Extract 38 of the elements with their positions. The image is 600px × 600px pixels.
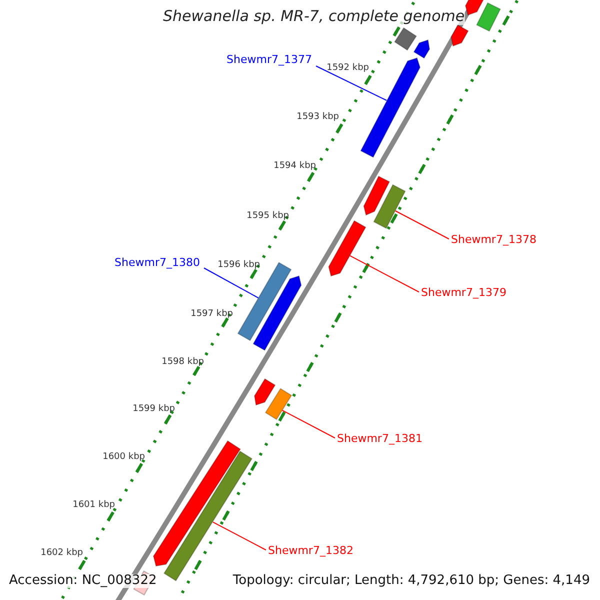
scale-label: 1596 kbp <box>218 261 260 271</box>
gene-bar <box>394 27 417 51</box>
scale-label: 1600 kbp <box>102 453 145 463</box>
scale-label: 1592 kbp <box>326 64 369 74</box>
scale-label: 1599 kbp <box>132 405 175 415</box>
gene-bar <box>328 220 366 277</box>
leader-line <box>204 268 259 298</box>
gene-label: Shewmr7_1381 <box>337 433 422 446</box>
gene-bar <box>476 2 501 32</box>
leader-line <box>394 210 450 240</box>
scale-label: 1594 kbp <box>274 162 316 172</box>
footer-text: Accession: NC_008322 <box>9 574 157 588</box>
leader-line <box>349 255 420 292</box>
gene-bar <box>252 275 302 351</box>
gene-bar <box>152 440 241 567</box>
leader-line <box>282 410 336 438</box>
gene-label: Shewmr7_1378 <box>451 234 536 246</box>
gene-label: Shewmr7_1380 <box>114 257 200 270</box>
gene-bar <box>363 176 390 216</box>
gene-bar <box>254 378 276 406</box>
gene-label: Shewmr7_1382 <box>268 545 354 558</box>
gene-bar <box>450 24 469 47</box>
scale-label: 1601 kbp <box>72 501 115 511</box>
gene-label: Shewmr7_1379 <box>421 287 506 300</box>
gene-label: Shewmr7_1377 <box>226 54 312 66</box>
gene-bar <box>373 184 406 229</box>
scale-label: 1602 kbp <box>40 549 83 559</box>
footer-text: Topology: circular; Length: 4,792,610 bp; Genes: 4,149 <box>232 574 590 588</box>
gene-bar <box>413 39 430 59</box>
leader-line <box>316 66 388 101</box>
gene-bar <box>464 0 484 16</box>
scale-label: 1597 kbp <box>190 310 233 320</box>
map-title: Shewanella sp. MR-7, complete genome <box>163 8 465 24</box>
scale-label: 1593 kbp <box>296 113 339 123</box>
scale-label: 1598 kbp <box>162 358 204 368</box>
gene-bar <box>264 388 292 420</box>
scale-label: 1595 kbp <box>246 212 289 222</box>
leader-line <box>212 522 266 550</box>
